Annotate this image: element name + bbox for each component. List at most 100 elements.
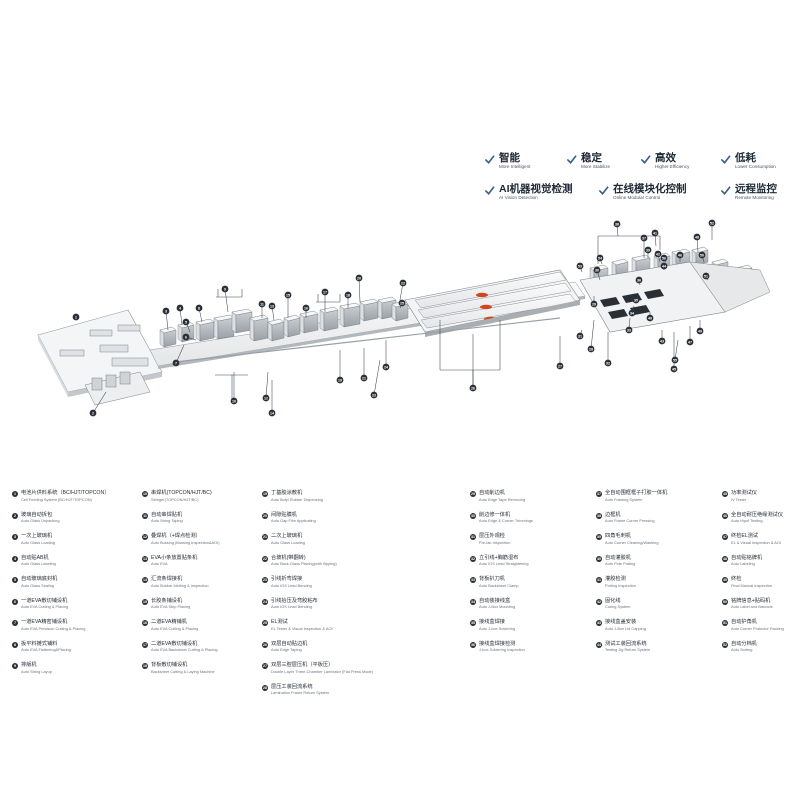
callout-badge xyxy=(708,219,716,227)
callout-badge xyxy=(344,291,352,299)
callout-number: 6 xyxy=(185,335,187,339)
legend-label-cn: 串焊机(TOPCON/HJT/BC) xyxy=(151,490,212,496)
check-icon xyxy=(599,186,609,195)
legend-label-cn: 背板敷切铺设机 xyxy=(151,662,188,668)
check-icon xyxy=(721,155,731,164)
legend-label-en: Auto EVA Cutting & Placing xyxy=(151,625,199,631)
callout-number: 13 xyxy=(270,304,274,308)
legend-label-cn: 双层自动贴边机 xyxy=(271,640,308,647)
machine-front xyxy=(339,305,345,328)
legend-label-cn: 测试工装回流系统 xyxy=(605,640,647,647)
callout-number: 8 xyxy=(198,306,200,310)
legend-number-badge: 36 xyxy=(470,641,476,648)
feature-title: AI机器视觉检测 xyxy=(499,183,573,195)
legend-number-badge: 4 xyxy=(12,555,18,562)
callout-number: 43 xyxy=(660,339,664,343)
callout-number: 37 xyxy=(642,236,646,240)
feature-subtitle: AI Vision Detection xyxy=(499,195,538,200)
callout-number: 25 xyxy=(400,301,404,305)
legend-label-en: Final Manual Inspection xyxy=(731,582,773,588)
callout-badge xyxy=(632,296,640,304)
legend-label-en: Auto Glass Loading xyxy=(21,539,55,545)
callout-number: 30 xyxy=(595,268,599,272)
feature-subtitle: More Stabilize xyxy=(581,164,611,169)
legend-label-en: Auto IOS Lead Bending xyxy=(271,604,312,609)
legend-label-en: Auto Bussing (Bussing Inspection&AOI) xyxy=(151,539,220,545)
laminator-block xyxy=(404,269,581,337)
legend-label-en: Auto Pote Potting xyxy=(605,561,636,566)
legend-label-en: Auto IOS Lead Bending xyxy=(271,582,312,588)
legend-label-en: Auto Labeling xyxy=(731,561,755,566)
legend-label-cn: 自动灌胶机 xyxy=(605,554,631,561)
legend-number-badge: 40 xyxy=(596,555,602,562)
legend-number-badge: 3 xyxy=(12,534,18,540)
machine-front xyxy=(213,317,219,340)
callout-badge xyxy=(628,309,636,317)
check-icon xyxy=(641,155,651,164)
callout-badge xyxy=(321,288,329,296)
legend-number-badge: 22 xyxy=(262,555,268,562)
callout-number: 2 xyxy=(92,411,94,415)
callout-number: 5 xyxy=(185,320,187,324)
legend-label-cn: 一道EVA敷切铺设机 xyxy=(21,597,68,604)
legend-label-cn: 丁基胶涂敷机 xyxy=(271,490,303,496)
callout-markers: 1234567891011121314151617181920212223242… xyxy=(72,219,716,417)
legend-label-en: Pre-lab Inspection xyxy=(479,539,511,545)
group-bracket xyxy=(215,374,248,401)
feature-title: 高效 xyxy=(655,152,676,164)
feature-subtitle: Remote Monitoring xyxy=(735,195,774,200)
legend-label-en: Auto Corner Protector Packing xyxy=(731,625,784,631)
check-icon xyxy=(567,155,577,164)
machine-top xyxy=(249,314,269,322)
callout-number: 7 xyxy=(175,361,177,365)
callout-number: 24 xyxy=(384,365,388,369)
machine-top xyxy=(231,308,253,316)
callout-number: 54 xyxy=(598,256,602,260)
feature-subtitle: Online Modular Control xyxy=(613,195,661,200)
callout-badge xyxy=(660,254,668,262)
legend-label-cn: 一次上玻璃机 xyxy=(21,533,53,539)
legend-number-badge: 19 xyxy=(262,491,268,497)
legend-number-badge: 20 xyxy=(262,512,268,519)
callout-number: 1 xyxy=(75,315,77,319)
feature-subtitle: More Intelligent xyxy=(499,164,531,169)
legend-number-badge: 46 xyxy=(722,512,728,519)
callout-badge xyxy=(644,246,652,254)
machine-side xyxy=(253,317,269,342)
legend-number-badge: 9 xyxy=(12,663,18,669)
legend-label-en: Auto Label and Barcode xyxy=(731,604,773,609)
legend-number-badge: 12 xyxy=(142,534,148,540)
legend-label-cn: 功率测试仪 xyxy=(731,490,757,496)
legend-label-cn: 自动玻璃底封机 xyxy=(21,576,58,582)
callout-badge xyxy=(671,356,679,364)
legend-number-badge: 32 xyxy=(470,555,476,562)
legend-number-badge: 1 xyxy=(12,491,18,497)
machine-top xyxy=(299,310,319,318)
legend-label-cn: 背板扒刀机 xyxy=(479,576,505,582)
legend-label-en: Curing System xyxy=(605,604,631,609)
legend-label-cn: 合玻机(带翻转) xyxy=(271,554,306,561)
callout-badge xyxy=(72,313,80,321)
legend-number-badge: 31 xyxy=(470,534,476,540)
callout-number: 53 xyxy=(578,264,582,268)
legend-label-en: IV Tester xyxy=(731,496,747,502)
legend-number-badge: 52 xyxy=(722,641,728,648)
callout-number: 3 xyxy=(165,309,167,313)
legend-label-en: Potting Inspection xyxy=(605,582,636,588)
callout-badge xyxy=(221,285,229,293)
callout-badge xyxy=(230,397,238,405)
